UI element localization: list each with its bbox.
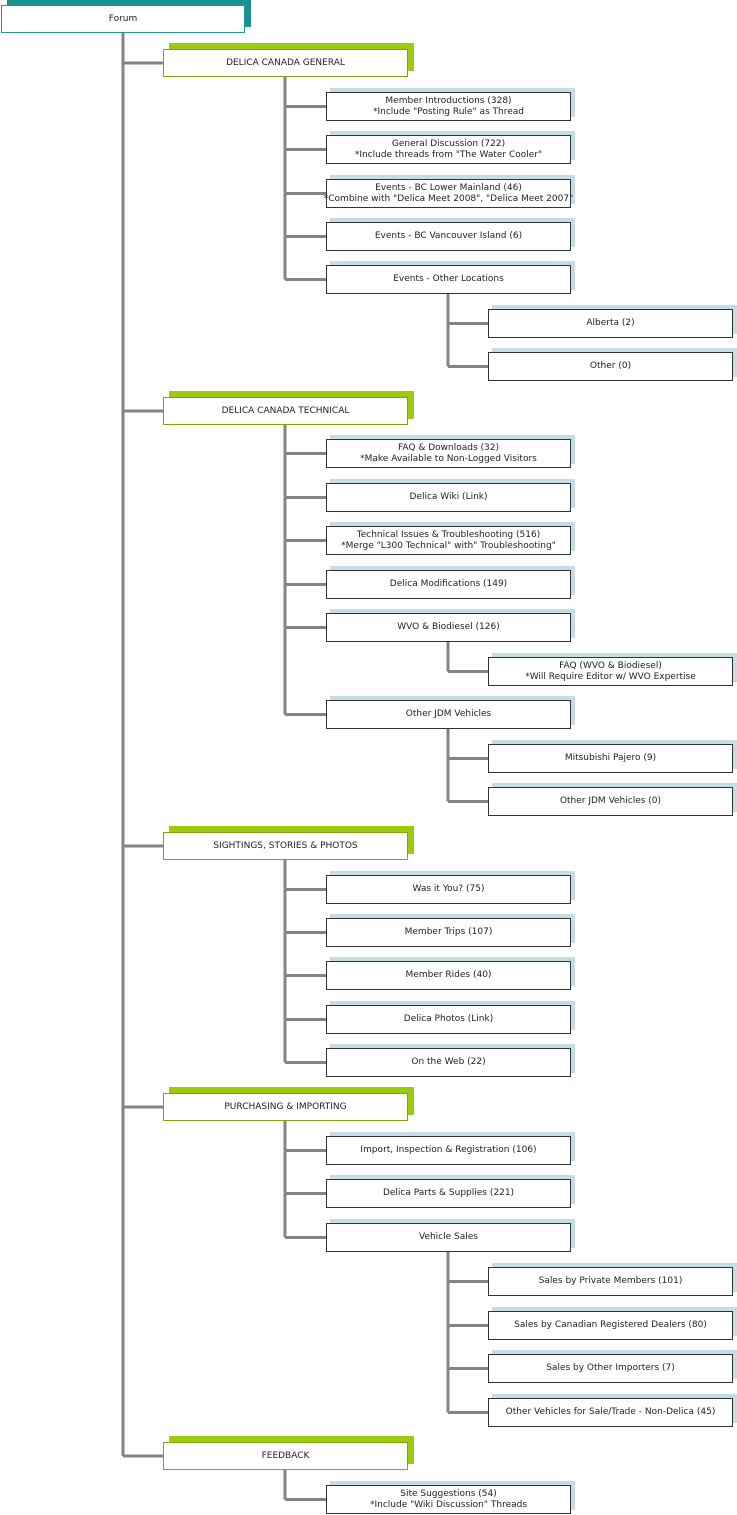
node-note: *Merge "L300 Technical" with" Troublesho… bbox=[341, 540, 556, 551]
forum-node[interactable]: On the Web (22) bbox=[326, 1048, 571, 1077]
forum-node[interactable]: Events - BC Lower Mainland (46)*Combine … bbox=[323, 179, 574, 208]
node-label: FEEDBACK bbox=[261, 1450, 310, 1461]
node-label: Events - Other Locations bbox=[393, 274, 504, 284]
node-note: *Include threads from "The Water Cooler" bbox=[354, 149, 543, 160]
forum-node[interactable]: Member Trips (107) bbox=[326, 918, 571, 947]
forum-node[interactable]: FAQ & Downloads (32)*Make Available to N… bbox=[326, 439, 571, 468]
node-label: PURCHASING & IMPORTING bbox=[224, 1101, 347, 1112]
subforum-node[interactable]: Other Vehicles for Sale/Trade - Non-Deli… bbox=[488, 1398, 733, 1427]
node-label: Other (0) bbox=[589, 361, 632, 371]
node-label: Vehicle Sales bbox=[418, 1232, 478, 1242]
forum-node[interactable]: Delica Parts & Supplies (221) bbox=[326, 1179, 571, 1208]
subforum-node[interactable]: Mitsubishi Pajero (9) bbox=[488, 744, 733, 773]
forum-node[interactable]: Vehicle Sales bbox=[326, 1223, 571, 1252]
forum-node[interactable]: Member Introductions (328)*Include "Post… bbox=[326, 92, 571, 121]
forum-node[interactable]: Delica Wiki (Link) bbox=[326, 483, 571, 512]
node-label: Delica Modifications (149) bbox=[389, 579, 508, 589]
category-header[interactable]: DELICA CANADA TECHNICAL bbox=[163, 397, 408, 425]
forum-node[interactable]: WVO & Biodiesel (126) bbox=[326, 613, 571, 642]
forum-node[interactable]: Was it You? (75) bbox=[326, 875, 571, 904]
node-note: *Make Available to Non-Logged Visitors bbox=[360, 453, 537, 464]
subforum-node[interactable]: Sales by Private Members (101) bbox=[488, 1267, 733, 1296]
node-label: Member Rides (40) bbox=[405, 970, 492, 980]
node-note: *Include "Wiki Discussion" Threads bbox=[369, 1499, 528, 1510]
node-label: Sales by Canadian Registered Dealers (80… bbox=[514, 1320, 707, 1330]
forum-node[interactable]: Member Rides (40) bbox=[326, 961, 571, 990]
category-header[interactable]: SIGHTINGS, STORIES & PHOTOS bbox=[163, 832, 408, 860]
subforum-node[interactable]: FAQ (WVO & Biodiesel)*Will Require Edito… bbox=[488, 657, 733, 686]
forum-node[interactable]: Import, Inspection & Registration (106) bbox=[326, 1136, 571, 1165]
node-note: *Include "Posting Rule" as Thread bbox=[373, 106, 524, 117]
category-header[interactable]: DELICA CANADA GENERAL bbox=[163, 49, 408, 77]
category-header[interactable]: PURCHASING & IMPORTING bbox=[163, 1093, 408, 1121]
node-label: Mitsubishi Pajero (9) bbox=[564, 753, 657, 763]
subforum-node[interactable]: Sales by Other Importers (7) bbox=[488, 1354, 733, 1383]
node-note: *Will Require Editor w/ WVO Expertise bbox=[525, 671, 696, 682]
node-label: Events - BC Vancouver Island (6) bbox=[374, 231, 523, 241]
root-node[interactable]: Forum bbox=[1, 5, 245, 33]
node-label: Other JDM Vehicles bbox=[405, 709, 492, 719]
node-label: Member Trips (107) bbox=[404, 927, 493, 937]
node-label: SIGHTINGS, STORIES & PHOTOS bbox=[213, 840, 358, 851]
node-note: *Combine with "Delica Meet 2008", "Delic… bbox=[323, 193, 574, 204]
forum-node[interactable]: Site Suggestions (54)*Include "Wiki Disc… bbox=[326, 1485, 571, 1514]
forum-node[interactable]: Events - BC Vancouver Island (6) bbox=[326, 222, 571, 251]
node-label: DELICA CANADA TECHNICAL bbox=[221, 405, 350, 416]
forum-node[interactable]: Delica Modifications (149) bbox=[326, 570, 571, 599]
node-label: FAQ (WVO & Biodiesel) bbox=[559, 660, 662, 671]
node-label: DELICA CANADA GENERAL bbox=[226, 57, 345, 68]
category-header[interactable]: FEEDBACK bbox=[163, 1442, 408, 1470]
node-label: General Discussion (722) bbox=[391, 138, 506, 149]
node-label: Delica Photos (Link) bbox=[403, 1014, 494, 1024]
forum-node[interactable]: General Discussion (722)*Include threads… bbox=[326, 135, 571, 164]
node-label: Member Introductions (328) bbox=[385, 95, 512, 106]
node-label: Import, Inspection & Registration (106) bbox=[360, 1145, 537, 1155]
node-label: Other JDM Vehicles (0) bbox=[559, 796, 662, 806]
node-label: Forum bbox=[108, 13, 138, 24]
node-label: WVO & Biodiesel (126) bbox=[397, 622, 500, 632]
forum-node[interactable]: Delica Photos (Link) bbox=[326, 1005, 571, 1034]
node-label: Site Suggestions (54) bbox=[400, 1488, 497, 1499]
subforum-node[interactable]: Sales by Canadian Registered Dealers (80… bbox=[488, 1311, 733, 1340]
node-label: Alberta (2) bbox=[586, 318, 635, 328]
forum-node[interactable]: Events - Other Locations bbox=[326, 265, 571, 294]
node-label: Other Vehicles for Sale/Trade - Non-Deli… bbox=[505, 1407, 716, 1417]
subforum-node[interactable]: Other (0) bbox=[488, 352, 733, 381]
subforum-node[interactable]: Other JDM Vehicles (0) bbox=[488, 787, 733, 816]
forum-node[interactable]: Technical Issues & Troubleshooting (516)… bbox=[326, 526, 571, 555]
node-label: Was it You? (75) bbox=[412, 884, 485, 894]
node-label: Delica Wiki (Link) bbox=[409, 492, 488, 502]
node-label: Delica Parts & Supplies (221) bbox=[382, 1188, 515, 1198]
node-label: Sales by Other Importers (7) bbox=[546, 1363, 675, 1373]
node-label: FAQ & Downloads (32) bbox=[398, 442, 499, 453]
forum-node[interactable]: Other JDM Vehicles bbox=[326, 700, 571, 729]
node-label: Technical Issues & Troubleshooting (516) bbox=[356, 529, 541, 540]
node-label: Events - BC Lower Mainland (46) bbox=[375, 182, 522, 193]
node-label: Sales by Private Members (101) bbox=[538, 1276, 683, 1286]
subforum-node[interactable]: Alberta (2) bbox=[488, 309, 733, 338]
node-label: On the Web (22) bbox=[411, 1057, 486, 1067]
